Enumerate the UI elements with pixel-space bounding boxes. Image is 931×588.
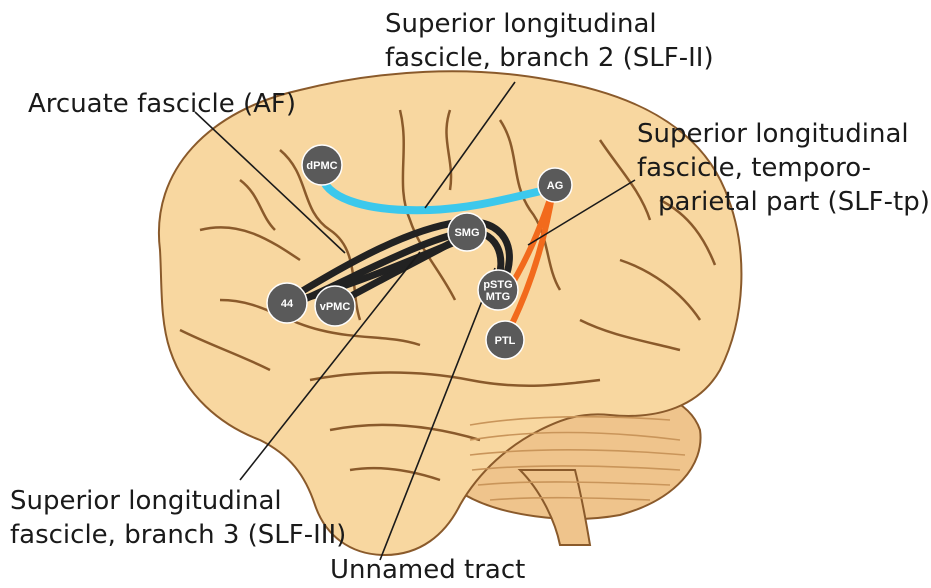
label-slf-iii-line2: fascicle, branch 3 (SLF-III) xyxy=(10,519,346,551)
node-ag: AG xyxy=(538,168,572,202)
node-smg: SMG xyxy=(448,213,486,251)
label-slf-ii-line1: Superior longitudinal xyxy=(385,8,657,40)
svg-text:dPMC: dPMC xyxy=(306,160,337,172)
svg-text:MTG: MTG xyxy=(486,291,510,303)
node-vpmc: vPMC xyxy=(315,286,355,326)
svg-text:AG: AG xyxy=(547,180,564,192)
svg-text:PTL: PTL xyxy=(495,335,516,347)
svg-text:44: 44 xyxy=(281,298,294,310)
node-pstg-mtg: pSTG MTG xyxy=(478,270,518,310)
label-af: Arcuate fascicle (AF) xyxy=(28,88,296,120)
label-slf-ii-line2: fascicle, branch 2 (SLF-II) xyxy=(385,42,714,74)
node-ptl: PTL xyxy=(486,321,524,359)
svg-text:vPMC: vPMC xyxy=(320,301,351,313)
svg-text:pSTG: pSTG xyxy=(483,279,512,291)
svg-text:SMG: SMG xyxy=(454,227,479,239)
label-slf-tp-line3: parietal part (SLF-tp) xyxy=(658,186,930,218)
label-unnamed-tract: Unnamed tract xyxy=(330,554,525,586)
label-slf-iii-line1: Superior longitudinal xyxy=(10,485,282,517)
label-slf-tp-line1: Superior longitudinal xyxy=(637,118,909,150)
label-slf-tp-line2: fascicle, temporo- xyxy=(637,152,871,184)
node-dpmc: dPMC xyxy=(302,145,342,185)
node-44: 44 xyxy=(267,283,307,323)
